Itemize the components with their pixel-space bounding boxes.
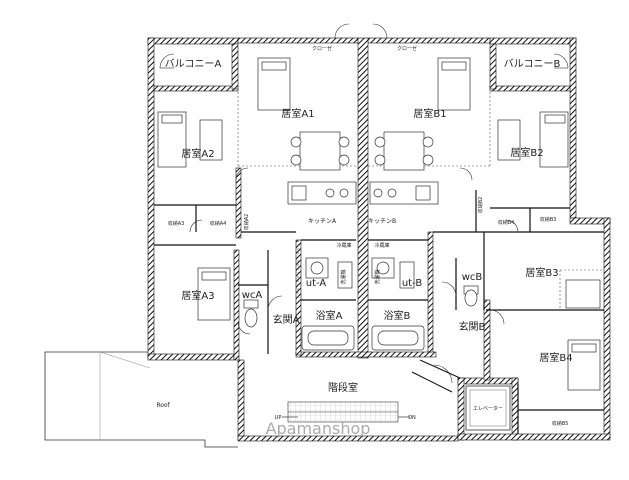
label-wc-b: wcB (462, 272, 483, 283)
label-room-a1: 居室A1 (281, 107, 314, 120)
label-room-b1: 居室B1 (413, 107, 446, 120)
label-room-a3: 居室A3 (181, 289, 214, 302)
label-balcony-a: バルコニーA (165, 58, 222, 70)
dashed-lines (153, 92, 604, 310)
room-labels: バルコニーA バルコニーB 居室A1 居室B1 居室A2 居室B2 キッチンA … (156, 45, 572, 427)
label-storage-b2: 収納B2 (477, 197, 484, 214)
label-bath-b: 浴室B (384, 309, 411, 322)
label-storage-b5: 収納B5 (552, 420, 569, 427)
label-stair-up: UP (275, 415, 282, 421)
label-balcony-b: バルコニーB (504, 58, 561, 70)
label-entrance-b: 玄関B (459, 320, 486, 333)
label-storage-a2: 収納A2 (243, 214, 250, 231)
door-swings (159, 23, 569, 384)
kitchen-counters (287, 181, 439, 205)
label-room-a2: 居室A2 (181, 147, 214, 160)
label-kitchen-b: キッチンB (368, 218, 396, 225)
label-room-b2: 居室B2 (510, 146, 543, 159)
dining-tables (199, 119, 521, 171)
utility-fixtures (305, 257, 415, 289)
toilets (243, 285, 479, 328)
label-ut-b: ut-B (402, 278, 423, 289)
label-entrance-a: 玄関A (273, 313, 300, 326)
label-storage-b3: 収納B3 (540, 216, 557, 223)
label-stair-down: DN (408, 415, 416, 421)
roof-area (44, 351, 238, 448)
label-washer-b: 洗濯機 (374, 269, 381, 284)
label-fridge-a: 冷蔵庫 (336, 242, 351, 249)
label-storage-a4: 収納A4 (210, 220, 227, 227)
label-elevator: エレベーター (473, 405, 503, 412)
staircase (282, 401, 410, 423)
label-closet-b: クローゼ (397, 45, 417, 52)
label-washer-a: 洗濯機 (340, 269, 347, 284)
elevator-shaft (465, 385, 511, 431)
interior-walls (154, 190, 604, 434)
label-kitchen-a: キッチンA (308, 218, 337, 225)
label-ut-a: ut-A (306, 278, 327, 289)
beds (157, 57, 601, 391)
label-room-b3: 居室B3 (525, 266, 558, 279)
label-roof: Roof (156, 402, 170, 409)
label-bath-a: 浴室A (316, 309, 343, 322)
label-stair-hall: 階段室 (328, 381, 358, 394)
label-wc-a: wcA (242, 290, 263, 301)
label-room-b4: 居室B4 (539, 351, 572, 364)
exterior-walls (147, 37, 611, 442)
label-closet-a: クローゼ (312, 45, 332, 52)
bathtubs (301, 325, 425, 351)
angled-walls (411, 359, 461, 393)
watermark: Apamanshop (266, 419, 371, 438)
label-storage-a3: 収納A3 (168, 220, 185, 227)
label-storage-b4: 収納B4 (498, 219, 515, 226)
label-fridge-b: 冷蔵庫 (374, 242, 389, 249)
